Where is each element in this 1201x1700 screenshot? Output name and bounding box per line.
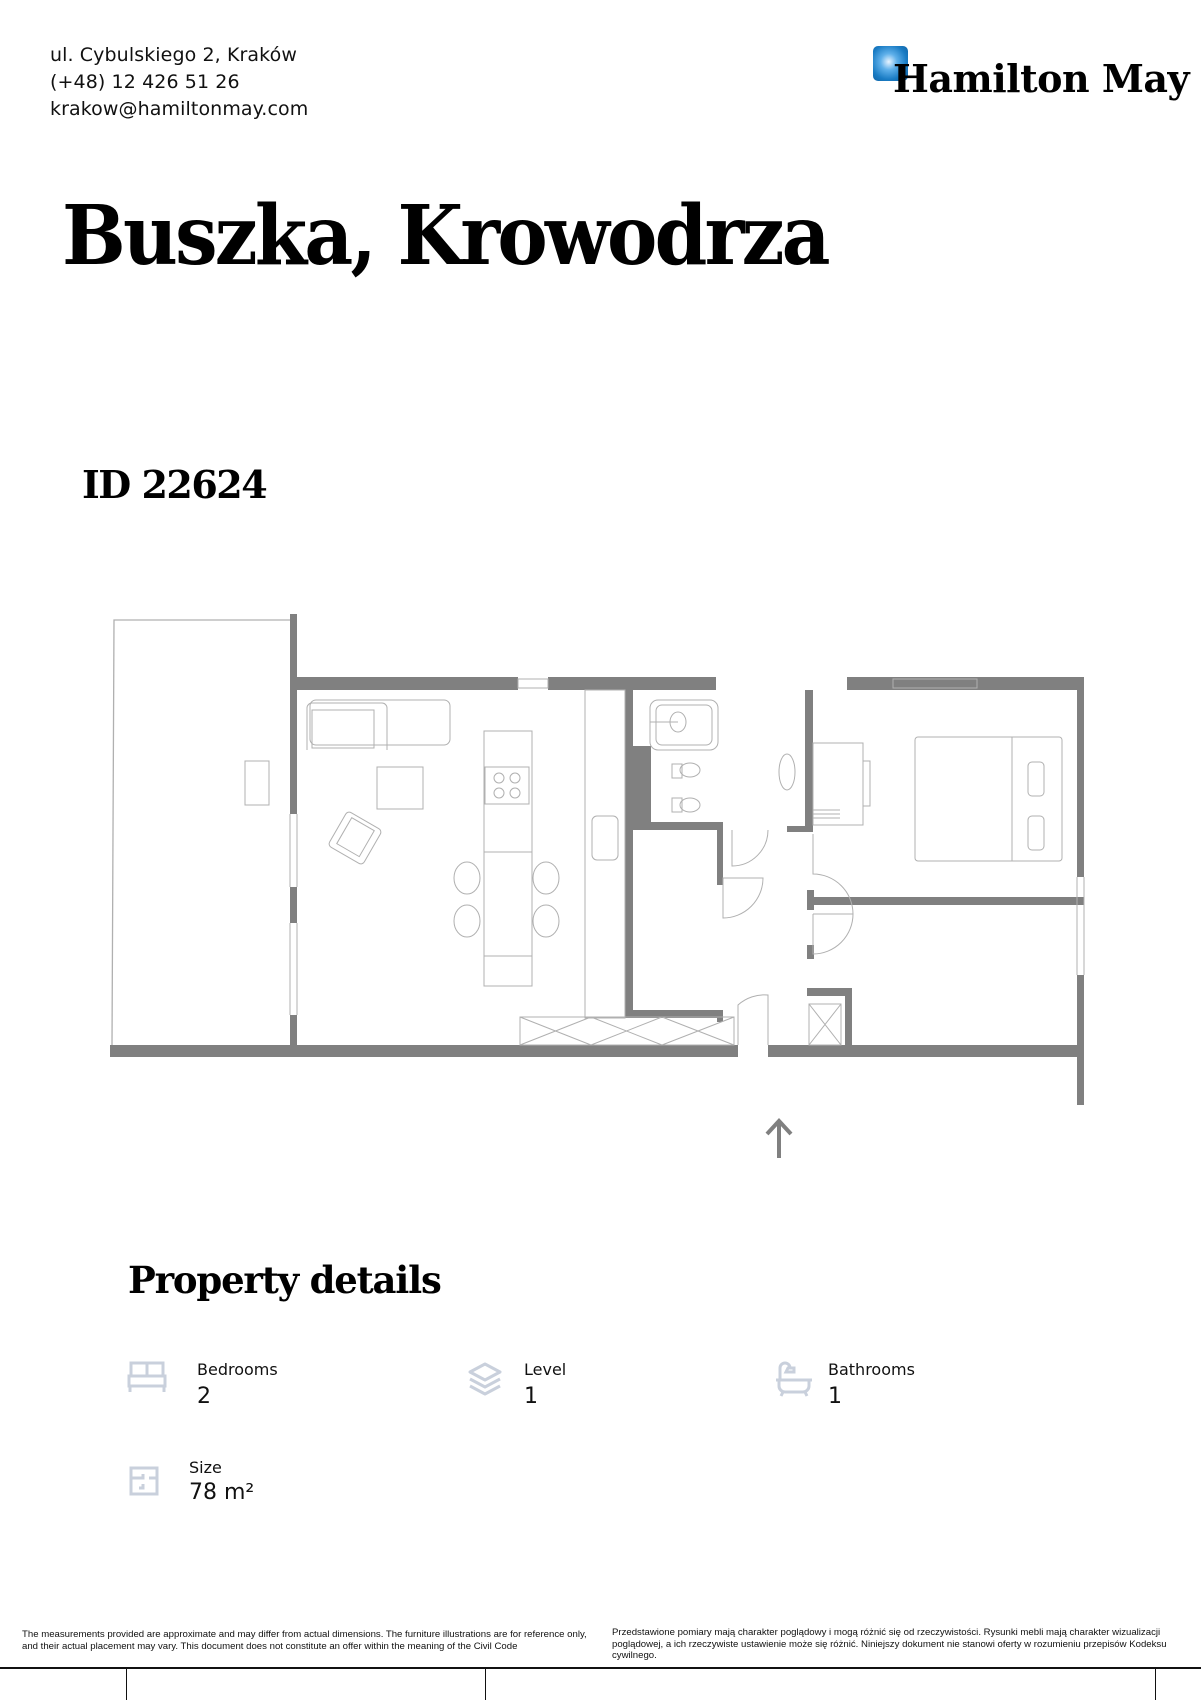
bathtub-icon (776, 1361, 812, 1397)
bed-icon (127, 1361, 167, 1392)
footer-column-divider (1155, 1668, 1156, 1700)
walls (110, 614, 1084, 1105)
floor-plan (110, 614, 1085, 1158)
disclaimer-polish: Przedstawione pomiary mają charakter pog… (612, 1627, 1167, 1661)
logo-square-icon (873, 46, 908, 81)
office-phone: (+48) 12 426 51 26 (50, 71, 240, 93)
detail-label: Level (524, 1360, 567, 1379)
doors (722, 829, 854, 1045)
office-email: krakow@hamiltonmay.com (50, 98, 309, 120)
listing-title: Buszka, Krowodrza (62, 188, 831, 284)
logo-text: Hamilton May (893, 56, 1190, 101)
detail-label: Bedrooms (197, 1360, 278, 1379)
footer-divider (0, 1667, 1201, 1669)
arrow-up-icon (765, 1118, 793, 1158)
contact-info: ul. Cybulskiego 2, Kraków (+48) 12 426 5… (50, 42, 308, 123)
footer-column-divider (485, 1668, 486, 1700)
windows (289, 678, 1085, 1015)
detail-value: 1 (524, 1384, 538, 1409)
footer-column-divider (126, 1668, 127, 1700)
property-details-heading: Property details (128, 1258, 442, 1302)
balcony-outline (111, 619, 290, 1046)
listing-id: ID 22624 (82, 462, 268, 507)
floorplan-icon (129, 1466, 159, 1496)
layers-icon (468, 1362, 502, 1396)
detail-value: 1 (828, 1384, 842, 1409)
furniture (244, 689, 1063, 1046)
detail-value: 78 m² (189, 1480, 255, 1505)
company-logo: Hamilton May (873, 46, 1190, 106)
detail-value: 2 (197, 1384, 211, 1409)
office-address: ul. Cybulskiego 2, Kraków (50, 44, 297, 66)
disclaimer-english: The measurements provided are approximat… (22, 1629, 587, 1652)
detail-label: Bathrooms (828, 1360, 915, 1379)
detail-label: Size (189, 1458, 222, 1477)
